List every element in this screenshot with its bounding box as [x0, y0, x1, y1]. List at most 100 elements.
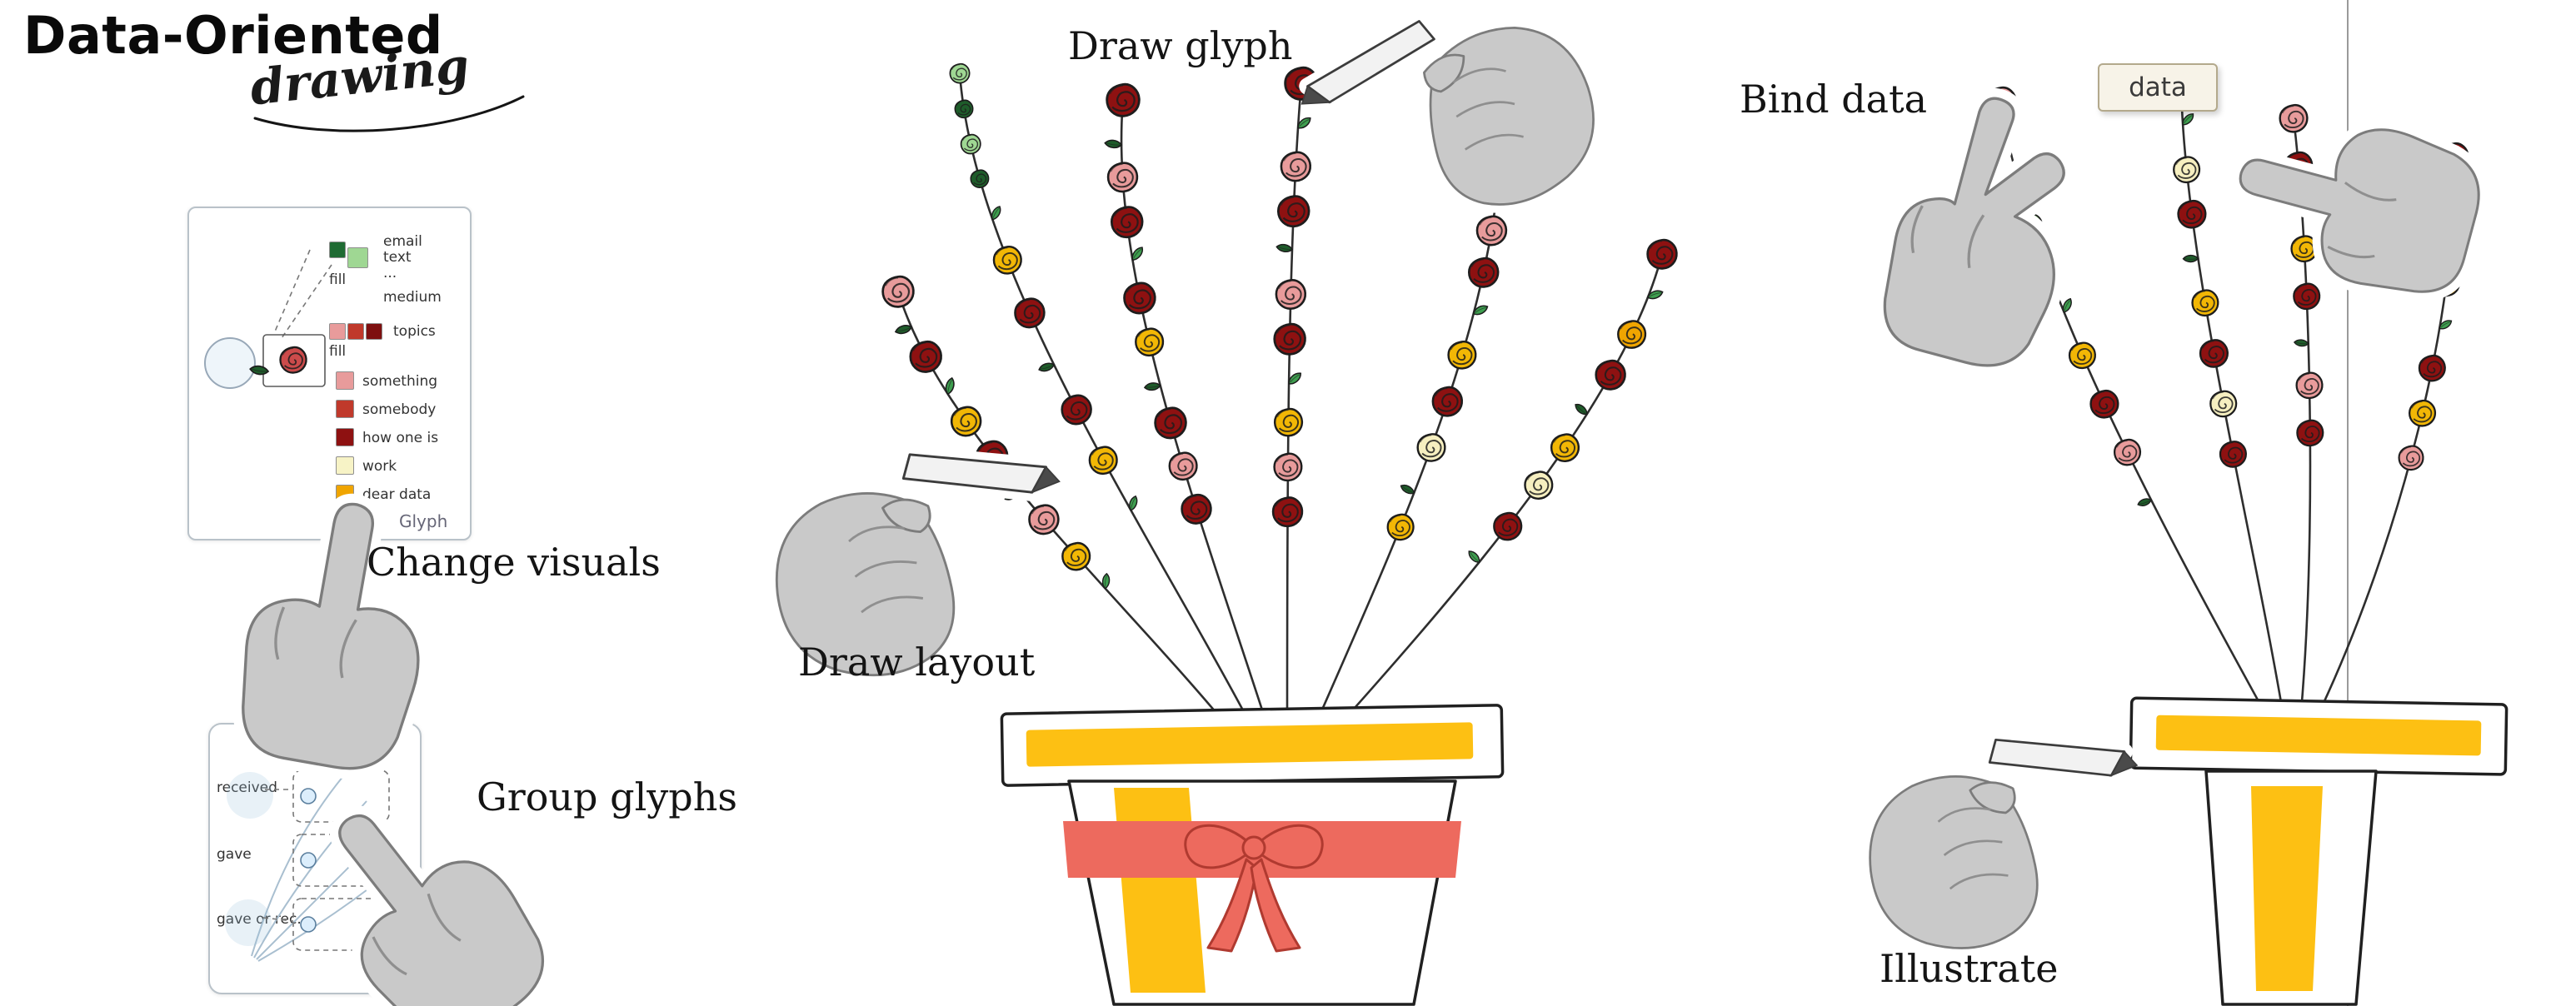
rose-glyph: [2209, 390, 2238, 418]
legend-label: dear data: [362, 486, 432, 503]
rose-glyph: [1550, 433, 1580, 462]
leaf-glyph: [2293, 336, 2309, 350]
legend-swatch: [336, 456, 354, 475]
rose-glyph: [1485, 129, 1518, 162]
rose-glyph: [1275, 278, 1307, 310]
pinch-hand-bind-data: [1870, 82, 2097, 379]
rose-glyph: [1014, 297, 1046, 329]
panel-footer-glyph: Glyph: [399, 511, 448, 531]
leaf-fill-swatch-light: [347, 247, 368, 268]
group-label-gave: gave: [217, 846, 252, 863]
leaf-fill-label: fill: [329, 271, 347, 288]
petal-fill-swatch-1: [329, 323, 346, 340]
level-label-medium: medium: [383, 289, 442, 306]
flower-stem: [1120, 99, 1268, 724]
rose-glyph: [2003, 166, 2033, 195]
leaf-glyph: [1103, 136, 1123, 152]
legend-label: work: [362, 458, 397, 475]
flower-stem: [958, 72, 1251, 724]
flower-stem: [1286, 82, 1303, 724]
pen-hand-illustrate: [1852, 716, 2164, 963]
flower-stem: [2292, 117, 2312, 713]
rose-glyph: [2290, 235, 2319, 263]
pen-hand-draw-glyph: [1289, 0, 1612, 250]
rose-glyph: [2191, 289, 2219, 317]
rose-glyph: [2279, 103, 2309, 133]
leaf-glyph: [2437, 319, 2454, 331]
rose-glyph: [1106, 82, 1141, 117]
rose-glyph: [1284, 66, 1319, 101]
flower-stem: [2179, 79, 2284, 713]
data-chip-button[interactable]: data: [2098, 63, 2218, 112]
rose-glyph: [954, 99, 974, 119]
rose-glyph: [2068, 341, 2096, 370]
rose-glyph: [1271, 496, 1304, 528]
rose-glyph: [2032, 254, 2062, 284]
rose-glyph: [1273, 452, 1303, 482]
leaf-glyph: [2179, 112, 2197, 127]
rose-glyph: [1416, 433, 1446, 462]
rose-glyph: [909, 340, 942, 373]
rose-glyph: [2398, 445, 2424, 471]
leaf-glyph: [1295, 116, 1314, 130]
legend-label: somebody: [362, 401, 437, 418]
group-label-gave-or-rec: gave or rec...: [217, 911, 311, 928]
rose-glyph: [1061, 394, 1092, 426]
leaf-glyph: [1128, 246, 1147, 262]
leaf-glyph: [2182, 252, 2199, 265]
rose-glyph: [2432, 269, 2461, 297]
rose-glyph: [1110, 206, 1144, 239]
field-label-ellipsis: ...: [383, 265, 397, 281]
leaf-glyph: [1002, 488, 1022, 501]
leaf-glyph: [1646, 290, 1664, 300]
bouquets: [881, 62, 2469, 724]
caption-illustrate: Illustrate: [1880, 946, 2059, 991]
rose-glyph: [1135, 327, 1165, 357]
rose-glyph: [2437, 223, 2466, 252]
field-label-text: text: [383, 249, 412, 266]
caption-change-visuals: Change visuals: [367, 540, 661, 585]
petal-fill-label: fill: [329, 343, 347, 360]
rose-glyph: [2293, 282, 2321, 311]
rose-glyph: [975, 440, 1009, 473]
ribbon-bow: [1184, 824, 1324, 953]
rose-glyph: [1276, 195, 1310, 228]
rose-glyph: [1123, 281, 1156, 315]
leaf-glyph: [987, 205, 1005, 222]
rose-glyph: [950, 406, 982, 437]
page-title: Data-Oriented: [23, 5, 443, 66]
rose-glyph: [1595, 359, 1626, 391]
leaf-glyph: [1099, 572, 1113, 590]
pot-rim: [1000, 704, 1505, 787]
ribbon-band: [1063, 821, 1461, 878]
rose-glyph: [1154, 406, 1187, 440]
change-visuals-panel: email text ... fill medium fill topics s…: [187, 207, 472, 540]
legend-swatch: [336, 428, 354, 446]
leaf-glyph: [1399, 481, 1416, 498]
flower-stem: [1315, 145, 1503, 724]
group-label-received: received: [217, 779, 277, 796]
leaf-glyph: [1286, 371, 1305, 386]
rose-glyph: [1028, 504, 1060, 535]
pot-stripe: [2251, 786, 2323, 991]
rose-glyph: [970, 169, 990, 188]
flower-stem: [1340, 253, 1664, 724]
rose-glyph: [1273, 322, 1306, 356]
main-flower-pot: [1000, 704, 1505, 1006]
legend-swatch: [336, 485, 354, 503]
caption-group-glyphs: Group glyphs: [477, 774, 737, 819]
rose-glyph: [1181, 493, 1212, 525]
rose-glyph: [949, 62, 971, 84]
caption-bind-data: Bind data: [1740, 77, 1927, 122]
legend-label: something: [362, 373, 438, 390]
rose-glyph: [1386, 513, 1415, 541]
rose-glyph: [1617, 320, 1647, 349]
leaf-glyph: [2439, 189, 2455, 202]
leaf-glyph: [1467, 548, 1481, 565]
petal-fill-swatch-3: [366, 323, 382, 340]
rose-glyph: [1493, 511, 1523, 541]
petal-fill-swatch-2: [347, 323, 364, 340]
rose-glyph: [1475, 215, 1508, 247]
leaf-glyph: [1480, 178, 1500, 195]
